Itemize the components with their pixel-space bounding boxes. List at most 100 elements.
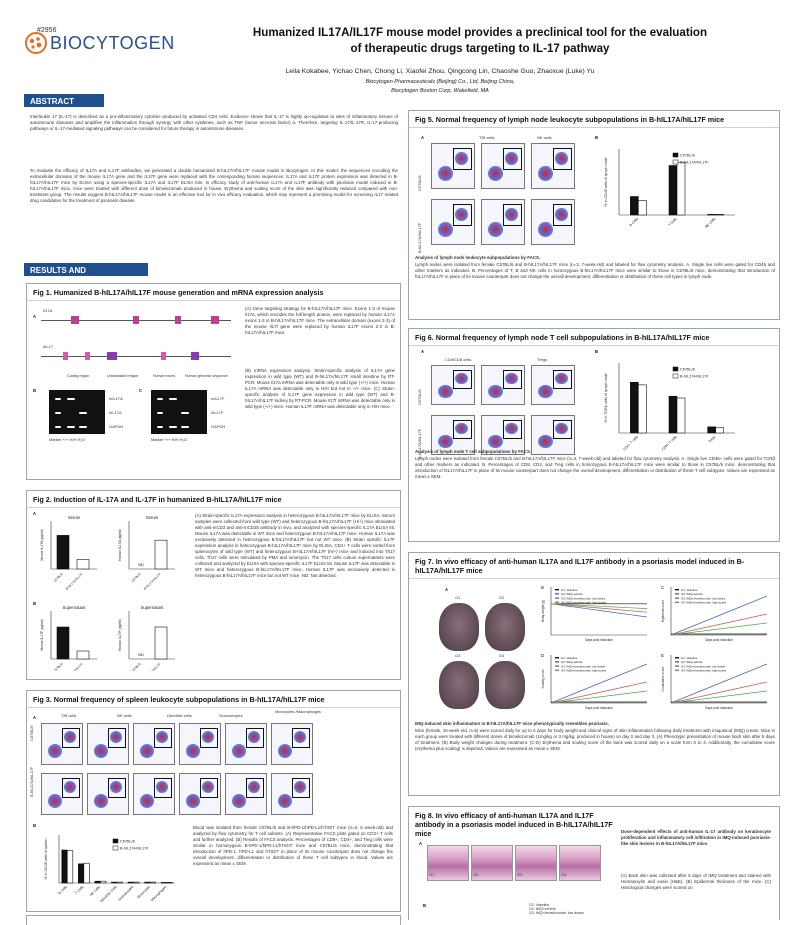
fig7-legend-swatch xyxy=(675,601,679,603)
cell-population xyxy=(505,207,518,222)
biocytogen-logo-icon xyxy=(25,32,47,54)
fig7-legend-label: G3: IMQ+bimekizumab, low doses xyxy=(681,596,726,600)
fig6-facs-plot xyxy=(431,415,475,455)
fig2-text: (A) Strain-specific IL17A expression ana… xyxy=(195,513,395,578)
fig7-series-line xyxy=(550,603,648,618)
fig5-facs-grid xyxy=(431,143,581,249)
fig3-bar xyxy=(66,850,74,884)
fig7-series-line xyxy=(550,603,648,609)
cell-population xyxy=(248,731,260,744)
fig6-bar xyxy=(676,397,686,434)
fig5-col-label-2: NK cells xyxy=(537,135,552,140)
fig6-bar xyxy=(707,426,716,434)
fig8-title: Fig 8. In vivo efficacy of anti-human IL… xyxy=(415,811,613,838)
fig3-bar xyxy=(166,882,173,884)
cell-population xyxy=(232,744,246,758)
fig3-legend-label: B-hIL17A/hIL17F xyxy=(120,847,149,851)
fig5-bar xyxy=(668,165,678,216)
fig8-label-g1: G1 xyxy=(429,872,435,877)
fig8-label-g4: G4 xyxy=(561,872,567,877)
gate xyxy=(108,728,126,748)
cell-population xyxy=(64,781,76,794)
fig3-panel-a-label: A xyxy=(33,715,37,720)
fig7-series-line xyxy=(670,663,768,704)
gel-b-label-2: hIL17A xyxy=(109,410,122,415)
fig7-legend-swatch xyxy=(555,597,559,599)
cell-population xyxy=(455,372,468,385)
fig5-col-label-1: T/B cells xyxy=(479,135,495,140)
fig2-chart-title: Serum xyxy=(68,515,81,520)
fig8-label-g2: G2 xyxy=(473,872,479,877)
fig3-facs-grid xyxy=(41,723,331,823)
cell-population xyxy=(455,422,468,435)
brand-logo: BIOCYTOGEN xyxy=(24,31,174,55)
fig7-panel-label: B xyxy=(541,585,544,590)
nd-label: ND xyxy=(138,562,144,567)
fig3-legend-label: C57BL/6 xyxy=(120,840,135,844)
fig7-legend-label: G4: IMQ+bimekizumab, high doses xyxy=(561,601,607,605)
fig2-chart-title: Supernatant xyxy=(141,605,165,610)
fig3-bar xyxy=(160,882,168,884)
bar-C57BL/6 xyxy=(56,535,70,570)
fig5-bar xyxy=(638,200,647,216)
fig5-bar xyxy=(707,214,716,216)
fig2-panel-b-label: B xyxy=(33,601,37,606)
cell-population xyxy=(202,781,214,794)
cell-population xyxy=(294,731,306,744)
poster-title-line2: of therapeutic drugs targeting to IL-17 … xyxy=(350,42,610,55)
affiliation-2: Biocytogen Boston Corp, Wakefield, MA xyxy=(391,88,489,94)
fig7-mouse-label-g2: G2 xyxy=(499,595,505,600)
fig8-histology-g3 xyxy=(515,845,557,881)
fig7-legend-swatch xyxy=(675,665,679,667)
tick-label: B-hIL17A/hIL17F xyxy=(65,662,84,671)
bar-B-hIL17A/hIL17F xyxy=(154,626,168,660)
fig5-bar xyxy=(715,214,724,216)
fig3-facs-plot xyxy=(41,773,83,815)
fig3-tick-label: Granulocytes xyxy=(117,885,134,902)
fig3-col-label-3: Dendritic cells xyxy=(167,713,192,718)
fig7-legend-swatch xyxy=(555,601,559,603)
cell-population xyxy=(248,781,260,794)
cell-population xyxy=(438,222,453,238)
fig6-facs-plot xyxy=(531,365,575,405)
gate xyxy=(154,778,172,798)
fig1-box: Fig 1. Humanized B-hIL17A/hIL17F mouse g… xyxy=(26,283,401,480)
fig5-tick-label: T Cells xyxy=(667,217,677,227)
fig3-bar xyxy=(94,880,101,884)
tick-label: B-hIL17A/hIL17F xyxy=(143,662,162,671)
gel-c-lanes: Marker +/+ H/H H₂O xyxy=(151,437,188,442)
fig6-col-label-2: Tregs xyxy=(537,357,548,362)
cell-population xyxy=(156,731,168,744)
fig7-mouse-label-g4: G4 xyxy=(499,653,505,658)
fig6-legend-swatch xyxy=(672,373,679,379)
fig8-text: (A) Back skin was collected after 6 days… xyxy=(621,873,771,890)
tick-label: B-hIL17A/hIL17F xyxy=(143,572,162,591)
fig6-panel-b-label: B xyxy=(595,349,599,354)
fig7-caption-title: IMQ-induced skin inflammation in B-hIL17… xyxy=(415,721,609,726)
cell-population xyxy=(156,781,168,794)
bar-C57BL/6 xyxy=(56,626,70,660)
fig3-text: Blood was isolated from female C57BL/6 a… xyxy=(193,825,393,866)
fig6-bar xyxy=(630,381,639,434)
cell-population xyxy=(186,744,200,758)
fig7-series-line xyxy=(670,690,768,704)
fig1-panel-c-label: C xyxy=(139,388,143,393)
fig7-panel-label: E xyxy=(661,653,664,658)
fig7-legend-label: G4: IMQ+bimekizumab, high doses xyxy=(681,601,727,605)
cell-population xyxy=(505,422,518,435)
fig6-col-label-1: CD4/CD8 cells xyxy=(445,357,472,362)
fig5-ylabel: % in CD45 cells of lymph node xyxy=(604,158,608,207)
gate xyxy=(503,369,522,389)
gate xyxy=(553,204,572,227)
cell-population xyxy=(505,151,518,166)
fig8-histology-g2 xyxy=(471,845,513,881)
fig5-caption-title: Analysis of lymph node leukocyte subpopu… xyxy=(415,255,541,260)
fig7-xlabel: Days post induction xyxy=(585,638,613,642)
gate xyxy=(154,728,172,748)
cell-population xyxy=(186,794,200,808)
fig5-facs-plot xyxy=(531,143,575,189)
fig2-ylabel: Mouse IL17F (pg/ml) xyxy=(40,619,44,650)
gate xyxy=(246,778,264,798)
